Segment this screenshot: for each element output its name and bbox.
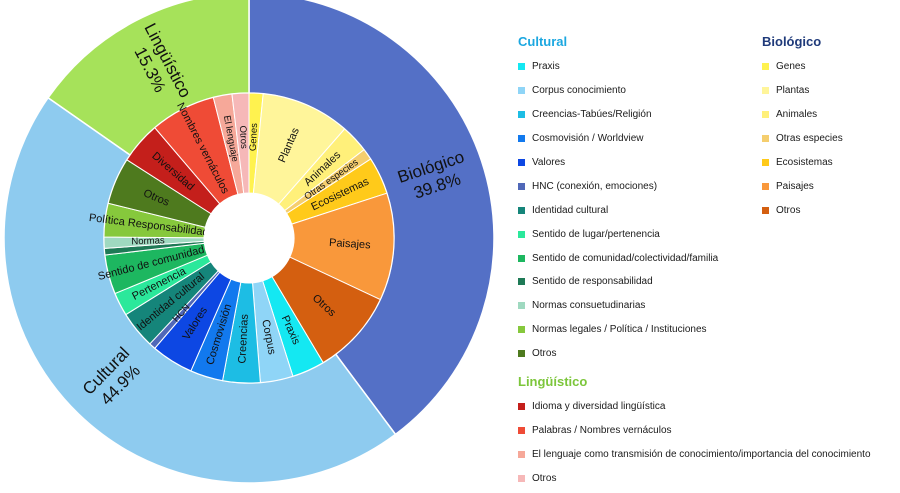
legend-label: Praxis [532,61,560,73]
legend-swatch [518,230,525,238]
legend-label: Otras especies [776,133,843,145]
legend-swatch [762,182,769,190]
legend-swatch [762,159,769,166]
legend-item: Sentido de responsabilidad [518,270,871,294]
legend-swatch [518,87,525,95]
legend-title-biologico: Biológico [762,34,822,49]
inner-label: Otros [237,125,249,149]
legend-item: Valores [518,151,871,175]
legend-swatch [518,278,525,286]
legend-label: Normas consuetudinarias [532,300,646,312]
legend-label: Idioma y diversidad lingüística [532,401,666,413]
legend-item: Creencias-Tabúes/Religión [518,103,871,127]
legend-item: Otras especies [762,127,843,151]
legend-label: Otros [776,204,801,216]
legend-swatch [518,426,525,434]
legend-item: Sentido de lugar/pertenencia [518,222,871,246]
legend-swatch [762,135,769,143]
legend-label: Plantas [776,85,810,97]
legend-swatch [518,182,525,190]
legend-title-cultural: Cultural [518,34,568,49]
legend-item: Palabras / Nombres vernáculos [518,418,871,442]
legend-swatch [762,63,769,71]
legend-item: HNC (conexión, emociones) [518,174,871,198]
legend-label: Otros [532,472,557,484]
legend-label: Sentido de lugar/pertenencia [532,228,660,240]
legend-swatch [518,206,525,214]
legend-label: Normas legales / Política / Institucione… [532,324,707,336]
legend-title-linguistico: Lingüístico [518,373,588,389]
legend-item: Otros [518,466,871,490]
legend-item: Genes [762,55,843,79]
legend-item: Corpus conocimiento [518,79,871,103]
legend-swatch [762,87,769,95]
legend-swatch [518,403,525,411]
legend-swatch [762,111,769,119]
legend-label: Cosmovisión / Worldview [532,133,644,145]
legend-swatch [518,450,525,458]
legend-item: Paisajes [762,174,843,198]
legend-label: Sentido de comunidad/colectividad/famili… [532,252,719,264]
legend-item: Praxis [518,55,871,79]
legend-item: Animales [762,103,843,127]
legend-swatch [518,474,525,482]
legend-label: Valores [532,157,566,168]
inner-label: Genes [248,123,260,152]
legend-label: El lenguaje como transmisión de conocimi… [532,448,871,460]
legend-swatch [518,63,525,71]
legend-item: Otros [762,198,843,222]
legend-label: Corpus conocimiento [532,85,626,97]
legend-swatch [518,254,525,262]
legend-item: Sentido de comunidad/colectividad/famili… [518,246,871,270]
legend-label: Ecosistemas [776,157,833,168]
legend-label: Sentido de responsabilidad [532,276,653,288]
legend-item: Normas consuetudinarias [518,294,871,318]
legend-swatch [762,206,769,214]
legend-item: Normas legales / Política / Institucione… [518,318,871,342]
legend-item: El lenguaje como transmisión de conocimi… [518,442,871,466]
legend-label: Animales [776,109,818,121]
legend-item: Ecosistemas [762,151,843,175]
inner-label: Normas [131,235,165,247]
inner-label: Creencias [236,313,251,364]
legend-swatch [518,302,525,310]
legend-label: Creencias-Tabúes/Religión [532,109,652,121]
legend-item: Cosmovisión / Worldview [518,127,871,151]
legend-label: Genes [776,61,806,73]
legend-swatch [518,350,525,358]
legend-label: Palabras / Nombres vernáculos [532,424,672,436]
legend-label: Otros [532,348,557,360]
legend-swatch [518,111,525,119]
legend-label: Identidad cultural [532,204,609,216]
legend-swatch [518,326,525,334]
legend-label: HNC (conexión, emociones) [532,180,658,192]
legend-item: Identidad cultural [518,198,871,222]
legend-label: Paisajes [776,180,814,192]
legend-item: Plantas [762,79,843,103]
inner-label: Paisajes [329,237,372,252]
legend-item: Otros [518,342,871,366]
legend-item: Idioma y diversidad lingüística [518,395,871,419]
legend-swatch [518,135,525,143]
center-hole [204,193,294,283]
legend-swatch [518,159,525,166]
